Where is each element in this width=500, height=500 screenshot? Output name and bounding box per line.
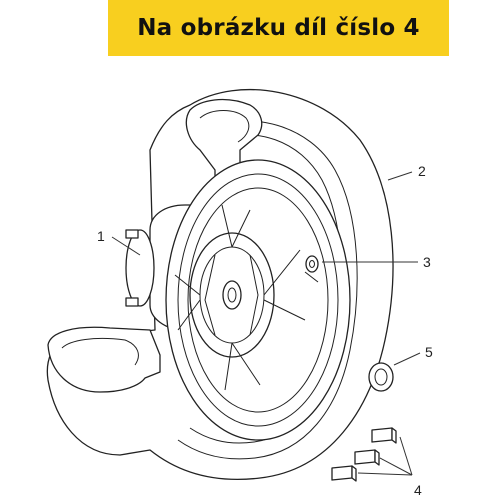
callout-4: 4: [414, 482, 422, 498]
banner-title: Na obrázku díl číslo 4: [137, 15, 420, 41]
callout-5: 5: [425, 344, 433, 360]
callout-3: 3: [423, 254, 431, 270]
ring-part-5: [368, 362, 394, 392]
wheel-hub-part-1: [125, 159, 351, 441]
title-banner: Na obrázku díl číslo 4: [108, 0, 449, 56]
valve-part-3: [304, 255, 319, 283]
leader-lines: [111, 171, 421, 476]
callout-1: 1: [97, 228, 105, 244]
weights-part-4: [331, 427, 397, 482]
callout-2: 2: [418, 163, 426, 179]
